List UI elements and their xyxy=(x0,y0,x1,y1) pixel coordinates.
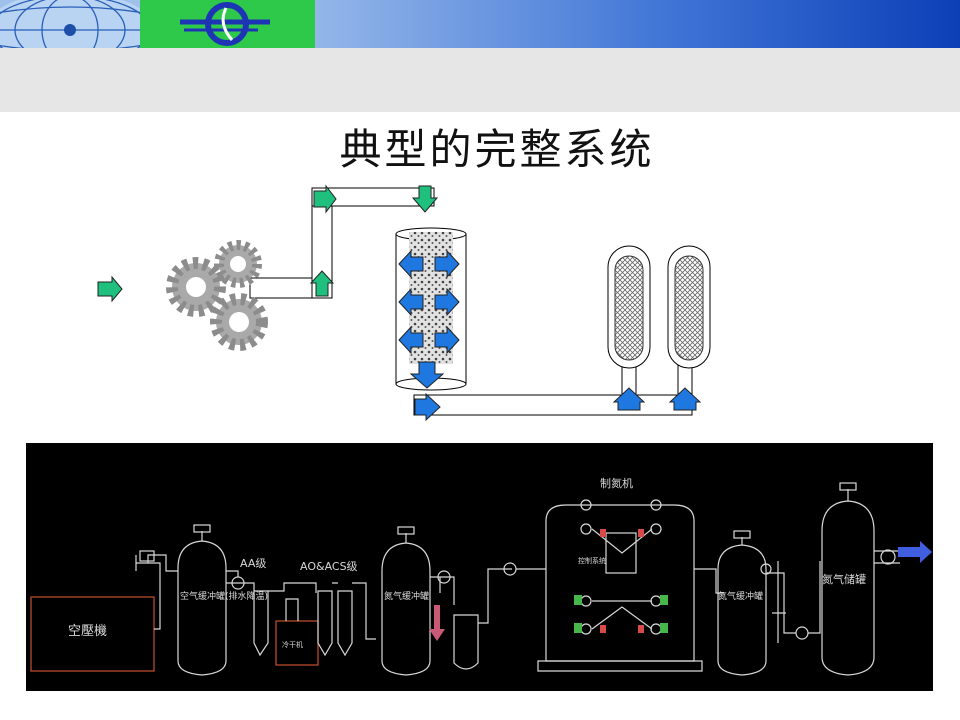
diffuser-arrow-right xyxy=(434,287,460,317)
page-title: 典型的完整系统 xyxy=(339,125,655,174)
nitrogen-buffer-tank-2 xyxy=(717,544,767,676)
diffuser-arrow-left xyxy=(398,249,424,279)
aa-filter xyxy=(253,590,269,657)
label-dryer: 冷干机 xyxy=(282,640,303,649)
diffuser-arrow-right xyxy=(434,249,460,279)
condensate-drain-arrow xyxy=(429,605,445,641)
air-compressor xyxy=(30,596,155,672)
flow-arrow-down xyxy=(411,185,439,213)
tank-inlet-arrow xyxy=(668,387,702,411)
gear-icon xyxy=(166,257,226,317)
label-generator: 制氮机 xyxy=(600,476,633,490)
tank-inlet-arrow xyxy=(612,387,646,411)
bottom-pipe-arrow xyxy=(414,392,441,422)
outlet-filter xyxy=(453,614,479,670)
column-outlet-arrow xyxy=(409,361,445,389)
plant-process-drawing: 空壓機 空气缓冲罐(排水降温) AA级 AO&ACS级 冷干机 氮气缓冲罐 制氮… xyxy=(30,476,932,676)
storage-tank xyxy=(607,245,651,369)
ao-filter xyxy=(317,590,333,657)
label-nitrogen-buffer-1: 氮气缓冲罐 xyxy=(384,590,429,602)
header-banner xyxy=(0,0,960,48)
subheader-band xyxy=(0,48,960,112)
label-compressor: 空壓機 xyxy=(68,624,107,639)
plant-diagram-panel: 空壓機 空气缓冲罐(排水降温) AA级 AO&ACS级 冷干机 氮气缓冲罐 制氮… xyxy=(26,443,933,691)
air-buffer-tank xyxy=(177,540,227,676)
nitrogen-generator xyxy=(537,499,703,672)
label-air-buffer: 空气缓冲罐(排水降温) xyxy=(180,590,268,602)
diffuser-arrow-right xyxy=(434,325,460,355)
label-control-system: 控制系统 xyxy=(578,556,606,565)
nitrogen-storage-tank xyxy=(821,500,875,676)
diffuser-arrow-left xyxy=(398,287,424,317)
product-outlet-arrow xyxy=(898,541,932,563)
nitrogen-buffer-tank-1 xyxy=(381,542,431,676)
process-schematic xyxy=(97,184,711,422)
company-logo xyxy=(140,0,315,48)
storage-tank xyxy=(667,245,711,369)
label-ao-acs-filter: AO&ACS级 xyxy=(300,560,358,573)
air-inlet-arrow xyxy=(97,275,123,303)
label-aa-filter: AA级 xyxy=(240,557,266,570)
gear-icon xyxy=(214,240,262,288)
acs-filter xyxy=(337,590,353,657)
flow-arrow-right xyxy=(313,184,337,214)
gear-icon xyxy=(210,293,268,351)
flow-arrow-up xyxy=(309,270,335,297)
label-nitrogen-storage: 氮气储罐 xyxy=(822,572,866,586)
diffuser-arrow-left xyxy=(398,325,424,355)
label-nitrogen-buffer-2: 氮气缓冲罐 xyxy=(718,590,763,602)
globe-graphic xyxy=(0,0,140,48)
